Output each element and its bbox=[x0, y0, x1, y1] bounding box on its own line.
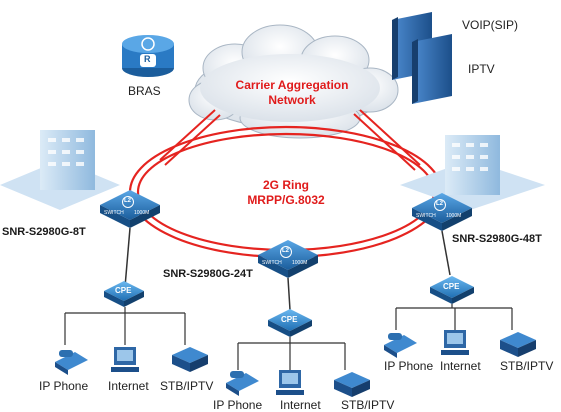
switch-left bbox=[100, 190, 160, 228]
internet-pc-right bbox=[441, 330, 469, 355]
ring-label-line2: MRPP/G.8032 bbox=[247, 193, 325, 207]
phone-label-center: IP Phone bbox=[213, 398, 263, 412]
bras-router bbox=[122, 35, 174, 77]
ip-phone-center bbox=[226, 371, 259, 396]
switch-right-speed: 1000M bbox=[446, 213, 462, 219]
internet-label-right: Internet bbox=[440, 359, 481, 373]
iptv-label: IPTV bbox=[468, 62, 495, 76]
switch-model-center: SNR-S2980G-24T bbox=[163, 268, 253, 280]
switch-right-core: L2 bbox=[436, 201, 444, 207]
cpe-left bbox=[104, 281, 144, 307]
switch-right-name: SWITCH bbox=[416, 213, 436, 219]
uplinks bbox=[159, 109, 421, 171]
server-iptv bbox=[412, 34, 452, 104]
cpe-left-label: CPE bbox=[115, 286, 132, 295]
building-right bbox=[400, 135, 545, 210]
stb-right bbox=[500, 332, 536, 357]
cloud-title-line1: Carrier Aggregation bbox=[235, 78, 349, 92]
switch-center-speed: 1000M bbox=[292, 260, 308, 266]
bras-label: BRAS bbox=[128, 84, 161, 98]
ip-phone-left bbox=[55, 350, 88, 375]
switch-model-left: SNR-S2980G-8T bbox=[2, 226, 86, 238]
voip-label: VOIP(SIP) bbox=[462, 18, 519, 32]
cpe-tree-lines bbox=[64, 304, 513, 370]
internet-label-left: Internet bbox=[108, 379, 149, 393]
switch-left-core: L2 bbox=[124, 198, 132, 204]
switch-left-speed: 1000M bbox=[134, 210, 150, 216]
ip-phone-right bbox=[384, 333, 417, 358]
building-left bbox=[0, 130, 120, 210]
internet-pc-center bbox=[276, 370, 304, 395]
internet-label-center: Internet bbox=[280, 398, 321, 412]
cpe-center-label: CPE bbox=[281, 315, 298, 324]
ring-2g bbox=[128, 125, 444, 259]
phone-label-right: IP Phone bbox=[384, 359, 434, 373]
cloud-title-line2: Network bbox=[268, 93, 316, 107]
cpe-center bbox=[268, 309, 312, 337]
stb-center bbox=[334, 372, 370, 397]
cpe-right-label: CPE bbox=[443, 282, 460, 291]
cpe-right bbox=[430, 276, 474, 304]
internet-pc-left bbox=[111, 347, 139, 372]
switch-center-name: SWITCH bbox=[262, 260, 282, 266]
stb-label-right: STB/IPTV bbox=[500, 359, 554, 373]
stb-left bbox=[172, 347, 208, 372]
switch-center-core: L2 bbox=[282, 248, 290, 254]
switch-left-name: SWITCH bbox=[104, 210, 124, 216]
switch-right bbox=[412, 193, 472, 231]
switch-cpe-links bbox=[124, 227, 451, 311]
switch-center bbox=[258, 240, 318, 278]
stb-label-left: STB/IPTV bbox=[160, 379, 214, 393]
phone-label-left: IP Phone bbox=[39, 379, 89, 393]
stb-label-center: STB/IPTV bbox=[341, 398, 395, 412]
bras-router-mark: R bbox=[144, 54, 151, 64]
ring-label-line1: 2G Ring bbox=[262, 178, 309, 192]
cloud-network bbox=[188, 24, 399, 139]
switch-model-right: SNR-S2980G-48T bbox=[452, 233, 542, 245]
